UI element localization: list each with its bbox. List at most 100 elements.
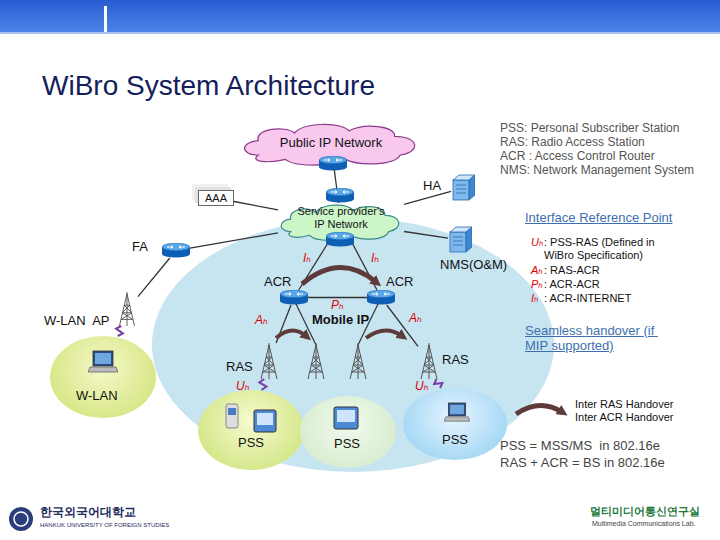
node-label: HA bbox=[423, 179, 441, 194]
interface-label: Aₕ bbox=[255, 314, 268, 328]
note-text: HANKUK UNIVERSITY OF FOREIGN STUDIES bbox=[40, 522, 169, 529]
server-node: HA bbox=[451, 174, 475, 202]
slide-title: WiBro System Architecture bbox=[42, 70, 375, 102]
node-label: ACR bbox=[264, 275, 291, 290]
phone-symbol bbox=[226, 404, 238, 428]
pda-symbol bbox=[334, 407, 358, 429]
network-link bbox=[404, 232, 448, 239]
note-text: : ACR-ACR bbox=[544, 278, 600, 291]
note-text: : PSS-RAS (Defined in WiBro Specificatio… bbox=[544, 236, 674, 261]
server-box: AAA bbox=[198, 190, 234, 206]
note-text: Interface Reference Point bbox=[525, 211, 672, 226]
university-emblem bbox=[9, 507, 33, 531]
note-text: PSS = MSS/MS in 802.16e bbox=[500, 439, 660, 454]
terminal-group: PSS bbox=[300, 396, 396, 468]
note-text: Iₕ bbox=[531, 292, 538, 305]
note-text: : RAS-ACR bbox=[544, 264, 600, 277]
network-link bbox=[351, 241, 377, 290]
cloud-shape bbox=[281, 205, 399, 240]
node-label: PSS bbox=[238, 436, 264, 451]
handover-arrow bbox=[276, 330, 306, 338]
router-symbol bbox=[162, 243, 190, 257]
node-label: AAA bbox=[205, 192, 227, 205]
router-symbol bbox=[326, 188, 354, 202]
note-text: Multimedia Communications Lab. bbox=[592, 520, 696, 528]
tower-symbol bbox=[119, 292, 134, 326]
node-label: W-LAN AP bbox=[44, 314, 110, 329]
network-link bbox=[234, 202, 278, 210]
legend-handover-symbol bbox=[516, 405, 562, 414]
university-emblem-ring bbox=[14, 512, 28, 526]
interface-label: Iₕ bbox=[303, 252, 311, 266]
interface-label: Aₕ bbox=[409, 312, 422, 326]
note-text: ACR : Access Control Router bbox=[500, 150, 655, 164]
network-link bbox=[404, 191, 451, 204]
server-node: NMS(O&M) bbox=[448, 226, 472, 254]
interface-label: Pₕ bbox=[331, 299, 344, 313]
interface-label: Iₕ bbox=[371, 252, 379, 266]
network-cloud: Service provider's IP Network bbox=[278, 203, 404, 241]
legend-text: Inter RAS Handover bbox=[575, 398, 673, 411]
network-link bbox=[334, 166, 339, 203]
node-label: FA bbox=[132, 240, 148, 255]
note-text: Uₕ bbox=[531, 236, 543, 249]
phone-screen bbox=[228, 408, 236, 415]
tower-symbol bbox=[350, 343, 366, 379]
network-link bbox=[308, 297, 367, 298]
node-label: RAS bbox=[226, 360, 253, 375]
header-rule bbox=[0, 32, 720, 34]
laptop-symbol bbox=[444, 403, 470, 421]
router-symbol bbox=[319, 156, 347, 170]
note-text: 한국외국어대학교 bbox=[40, 506, 136, 520]
node-text-holder: AAA bbox=[199, 191, 233, 205]
radio-link bbox=[116, 326, 123, 336]
pda-screen bbox=[257, 413, 273, 425]
wlan-area: W-LAN bbox=[50, 336, 156, 418]
node-label: Public IP Network bbox=[280, 136, 382, 151]
note-text: PSS: Personal Subscriber Station bbox=[500, 122, 679, 136]
note-text: Seamless handover (if MIP supported) bbox=[525, 324, 675, 354]
radio-link bbox=[434, 379, 442, 388]
network-link bbox=[138, 258, 170, 297]
tower-symbol bbox=[308, 343, 324, 379]
note-text: RAS: Radio Access Station bbox=[500, 136, 645, 150]
legend-text: Inter ACR Handover bbox=[575, 411, 673, 424]
wire bbox=[296, 304, 316, 345]
note-text: Aₕ bbox=[531, 264, 543, 277]
node-label: Mobile IP bbox=[312, 313, 369, 328]
network-link bbox=[299, 241, 330, 290]
node-label: W-LAN bbox=[76, 389, 118, 404]
network-link bbox=[276, 305, 291, 343]
node-label: NMS(O&M) bbox=[440, 258, 507, 273]
handover-arrow bbox=[302, 267, 376, 284]
base-station: RAS bbox=[258, 343, 280, 379]
router-node: ACR bbox=[280, 290, 308, 305]
node-text-holder: Service provider's IP Network bbox=[278, 203, 404, 241]
mobile-ip-area: Mobile IPACRACRRASRASPSSPSSPSS bbox=[152, 218, 554, 472]
router-node: ACR bbox=[367, 290, 395, 305]
network-cloud: Public IP Network bbox=[240, 122, 422, 166]
pda-screen bbox=[337, 410, 355, 422]
note-text: : ACR-INTERNET bbox=[544, 292, 631, 305]
wire bbox=[358, 304, 378, 345]
pda-symbol bbox=[254, 410, 276, 432]
server-symbol bbox=[450, 227, 472, 252]
server-symbol bbox=[453, 175, 475, 200]
terminal-group: PSS bbox=[198, 390, 304, 470]
node-label: ACR bbox=[386, 275, 413, 290]
note-text: RAS + ACR = BS in 802.16e bbox=[500, 456, 665, 471]
access-point: W-LAN AP bbox=[116, 294, 138, 326]
handover-arrow bbox=[366, 330, 402, 338]
router-symbol bbox=[367, 290, 395, 304]
tower-symbol bbox=[421, 343, 437, 379]
router-symbol bbox=[280, 290, 308, 304]
interface-label: Uₕ bbox=[415, 380, 428, 394]
node-text-holder: Public IP Network bbox=[240, 122, 422, 166]
interface-label: Uₕ bbox=[236, 380, 249, 394]
node-label: Service provider's IP Network bbox=[293, 205, 389, 230]
node-label: RAS bbox=[442, 353, 469, 368]
header-bar bbox=[0, 0, 720, 32]
header-mark bbox=[104, 6, 107, 32]
tower-symbol bbox=[261, 343, 277, 379]
terminal-group: PSS bbox=[403, 388, 507, 460]
